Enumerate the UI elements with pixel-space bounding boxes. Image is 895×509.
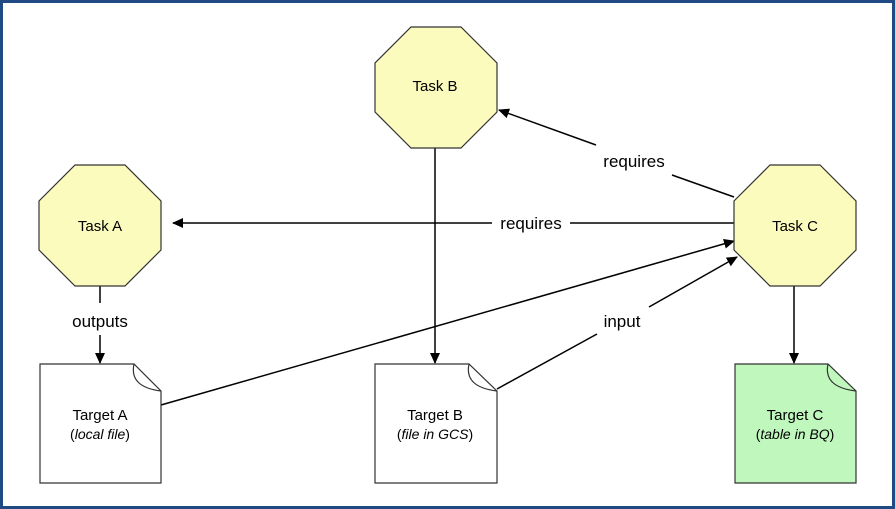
document-shape bbox=[39, 363, 162, 484]
task-a-label: Task A bbox=[78, 218, 122, 235]
folded-corner bbox=[132, 363, 162, 392]
target-node-a: Target A (local file) bbox=[39, 363, 162, 484]
target-c-label: Target C bbox=[767, 407, 824, 424]
octagon-shape bbox=[733, 164, 857, 287]
edge-task-c-requires-task-b bbox=[499, 110, 735, 198]
octagon-shape bbox=[38, 164, 162, 287]
task-node-c: Task C bbox=[733, 164, 857, 287]
target-b-sublabel: (file in GCS) bbox=[397, 426, 473, 442]
target-c-sublabel: (table in BQ) bbox=[756, 426, 835, 442]
edge-label-requires-b: requires bbox=[603, 152, 664, 171]
target-node-c: Target C (table in BQ) bbox=[734, 363, 857, 484]
document-shape bbox=[734, 363, 857, 484]
pipeline-diagram: requires requires outputs input Task A bbox=[38, 26, 857, 484]
task-c-label: Task C bbox=[772, 218, 818, 235]
edge-label-outputs: outputs bbox=[72, 312, 128, 331]
edge-label-requires-a: requires bbox=[500, 214, 561, 233]
folded-corner bbox=[826, 363, 857, 392]
document-shape bbox=[374, 363, 498, 484]
edge-label-input: input bbox=[604, 312, 641, 331]
edges: requires requires outputs input bbox=[72, 110, 799, 406]
target-a-sublabel: (local file) bbox=[70, 426, 130, 442]
edge-target-a-to-task-c bbox=[160, 238, 735, 406]
target-node-b: Target B (file in GCS) bbox=[374, 363, 498, 484]
task-node-a: Task A bbox=[38, 164, 162, 287]
task-node-b: Task B bbox=[374, 26, 498, 149]
folded-corner bbox=[467, 363, 498, 392]
task-b-label: Task B bbox=[412, 78, 457, 95]
edge-target-b-input-task-c-low bbox=[496, 333, 598, 390]
edge-target-b-input-task-c-high bbox=[648, 256, 738, 308]
target-a-label: Target A bbox=[72, 407, 127, 424]
octagon-shape bbox=[374, 26, 498, 149]
target-b-label: Target B bbox=[407, 407, 463, 424]
